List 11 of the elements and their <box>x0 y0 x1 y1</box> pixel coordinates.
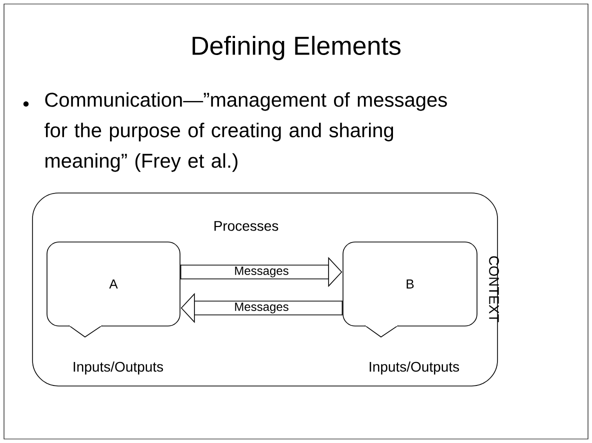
bullet-text: Communication—”management of messages for the purpose of creating and sharing meaning” (Frey et al.) <box>44 92 447 172</box>
edge-label: Messages <box>234 302 290 314</box>
title: Defining Elements <box>192 36 400 60</box>
io-label: Inputs/Outputs <box>370 361 460 374</box>
processes-label: Processes <box>214 221 278 231</box>
io-label: Inputs/Outputs <box>74 361 164 374</box>
context-box <box>32 192 498 386</box>
speech-bubble: B <box>342 242 478 338</box>
edge-label: Messages <box>234 266 290 278</box>
context-label: CONTEXT <box>489 256 499 322</box>
speech-bubble: A <box>46 242 180 338</box>
